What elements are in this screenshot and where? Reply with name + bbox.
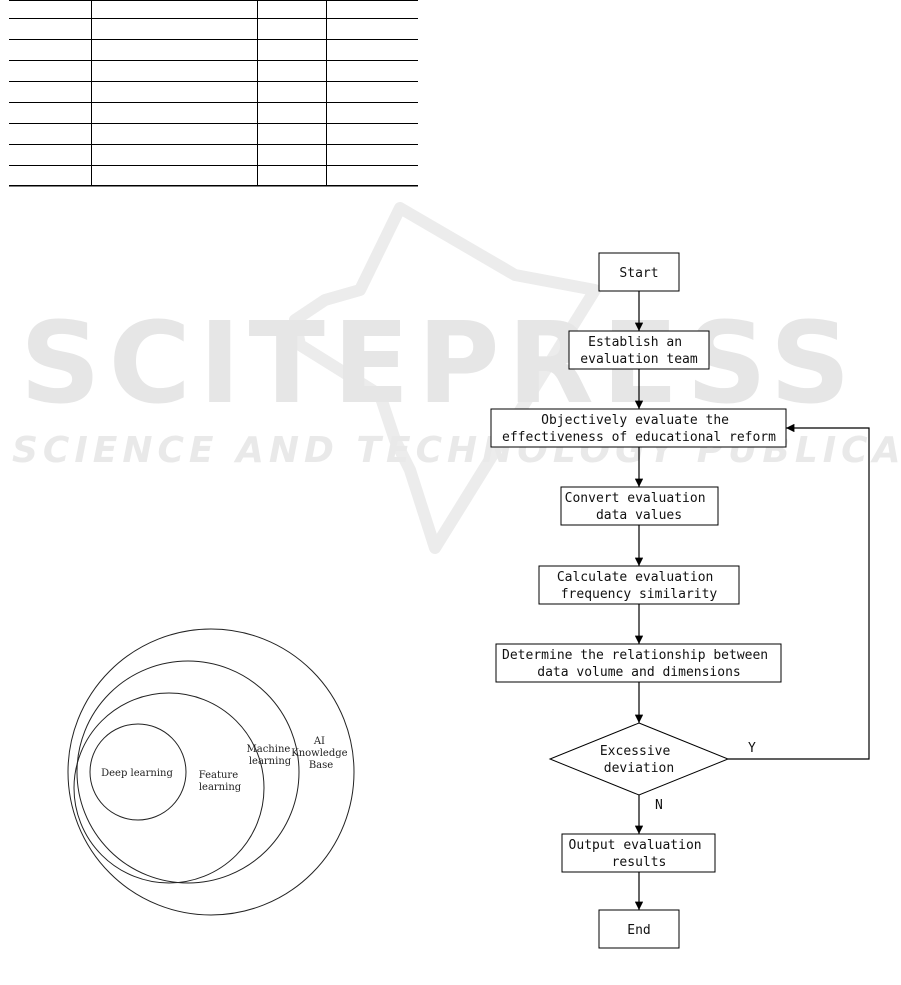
node-objective-evaluation-text: Objectively evaluate the effectiveness o…	[502, 413, 776, 445]
node-determine-relationship-text: Determine the relationship between data …	[502, 648, 776, 680]
circle-machine-learning	[76, 660, 300, 884]
node-start	[598, 252, 680, 292]
label-ai-knowledge-base: AI Knowledge Base	[291, 736, 351, 771]
arrow-yes-loop-back	[728, 423, 870, 760]
node-start-text: Start	[619, 266, 658, 281]
node-calculate-similarity-text: Calculate evaluation frequency similarit…	[557, 570, 721, 602]
circle-feature-learning	[73, 692, 265, 884]
node-excessive-deviation	[548, 722, 730, 796]
circle-deep-learning	[89, 723, 187, 821]
no-branch-label: N	[655, 798, 663, 813]
node-output-results-text: Output evaluation results	[569, 838, 710, 870]
node-excessive-deviation-text: Excessive deviation	[600, 744, 678, 776]
node-convert-data-text: Convert evaluation data values	[565, 491, 714, 523]
node-output-results	[561, 833, 716, 873]
yes-branch-label: Y	[748, 741, 756, 756]
node-determine-relationship	[495, 643, 782, 683]
label-deep-learning: Deep learning	[101, 768, 173, 779]
data-table	[9, 0, 418, 187]
circle-ai-knowledge-base	[67, 628, 355, 916]
node-end-text: End	[627, 923, 650, 938]
node-end	[598, 909, 680, 949]
label-feature-learning: Feature learning	[199, 770, 242, 793]
node-calculate-similarity	[538, 565, 740, 605]
label-machine-learning: Machine learning	[247, 744, 294, 767]
node-establish-team-text: Establish an evaluation team	[580, 335, 698, 367]
